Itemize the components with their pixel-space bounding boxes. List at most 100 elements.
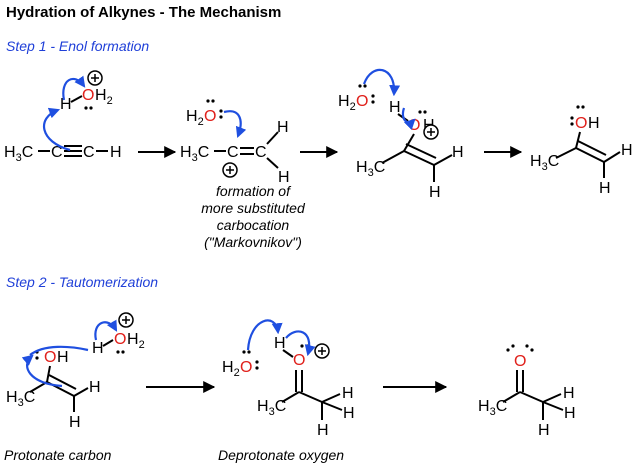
- curly-arrow-icon: [94, 319, 118, 341]
- curly-arrow-icon: [285, 330, 316, 357]
- atom-label: H: [92, 340, 104, 357]
- single-bond: [321, 401, 343, 411]
- atom-label: H3C: [6, 389, 35, 409]
- curly-arrow-icon: [62, 75, 86, 101]
- atom-label: H2: [338, 93, 356, 113]
- page-title: Hydration of Alkynes - The Mechanism: [6, 4, 282, 21]
- single-bond: [281, 391, 300, 403]
- single-bond: [298, 391, 323, 403]
- lone-pair-dots-icon: [423, 110, 427, 114]
- lone-pair-dots-icon: [511, 344, 515, 348]
- lone-pair-dots-icon: [570, 116, 574, 120]
- single-bond: [519, 391, 544, 403]
- propyne-molecule: H3C C C H: [4, 144, 122, 164]
- atom-label: H3C: [478, 398, 507, 418]
- single-bond: [102, 339, 114, 347]
- water-molecule: H2 O: [222, 350, 259, 379]
- step-1-label: Step 1 - Enol formation: [6, 38, 150, 54]
- atom-label: H: [343, 405, 355, 422]
- single-bond: [433, 154, 453, 166]
- oxygen-atom: O: [575, 115, 587, 132]
- water-molecule: H2 O: [186, 99, 223, 128]
- atom-label: H3C: [180, 144, 209, 164]
- positive-charge-icon: [118, 312, 134, 328]
- lone-pair-dots-icon: [570, 122, 574, 126]
- lone-pair-dots-icon: [211, 99, 215, 103]
- atom-label: H3C: [530, 153, 559, 173]
- oxygen-atom: O: [293, 352, 305, 369]
- hydronium-ion: H O H2: [60, 70, 113, 113]
- water-molecule: H2 O: [338, 84, 375, 113]
- single-bond: [321, 393, 341, 403]
- single-bond: [70, 95, 83, 103]
- lone-pair-dots-icon: [242, 350, 246, 354]
- atom-label: H: [317, 422, 329, 439]
- atom-label: H: [57, 349, 69, 366]
- oxygen-atom: O: [44, 349, 56, 366]
- atom-label: H: [110, 144, 122, 161]
- positive-charge-icon: [87, 70, 103, 86]
- protonated-ketone: H O H3C H H H: [257, 335, 355, 439]
- lone-pair-dots-icon: [89, 106, 93, 110]
- atom-label: H: [452, 144, 464, 161]
- double-bond-line: [575, 147, 605, 163]
- lone-pair-dots-icon: [358, 84, 362, 88]
- atom-label: H3C: [4, 144, 33, 164]
- atom-label: H: [274, 335, 286, 352]
- protonate-carbon-caption: Protonate carbon: [4, 447, 112, 463]
- atom-label: H: [60, 96, 72, 113]
- atom-label: H: [564, 405, 576, 422]
- lone-pair-dots-icon: [84, 106, 88, 110]
- double-bond-line: [577, 140, 607, 156]
- single-bond: [542, 401, 564, 411]
- atom-label: H: [588, 115, 600, 132]
- caption-line: formation of: [216, 183, 290, 199]
- lone-pair-dots-icon: [116, 350, 120, 354]
- lone-pair-dots-icon: [576, 105, 580, 109]
- single-bond: [403, 133, 415, 152]
- atom-label: C: [83, 144, 95, 161]
- lone-pair-dots-icon: [371, 94, 375, 98]
- atom-label: H: [599, 180, 611, 197]
- lone-pair-dots-icon: [255, 360, 259, 364]
- curly-arrow-icon: [362, 68, 401, 97]
- curly-arrow-icon: [21, 354, 63, 388]
- positive-charge-icon: [222, 162, 238, 178]
- atom-label: H: [342, 385, 354, 402]
- lone-pair-dots-icon: [219, 115, 223, 119]
- double-bond-line: [405, 143, 437, 159]
- atom-label: C: [227, 144, 239, 161]
- atom-label: H: [563, 385, 575, 402]
- atom-label: C: [255, 144, 267, 161]
- atom-label: H: [621, 142, 633, 159]
- single-bond: [575, 131, 581, 149]
- atom-label: H: [277, 119, 289, 136]
- double-bond-line: [403, 150, 435, 166]
- positive-charge-icon: [314, 343, 330, 359]
- oxygen-atom: O: [514, 353, 526, 370]
- curly-arrow-icon: [401, 107, 416, 131]
- step-2-label: Step 2 - Tautomerization: [6, 274, 159, 290]
- protonated-enol: H O H H3C H H: [356, 99, 464, 201]
- lone-pair-dots-icon: [418, 110, 422, 114]
- hydronium-ion: H O H2: [92, 312, 145, 357]
- atom-label: H: [538, 422, 550, 439]
- atom-label: C: [51, 144, 63, 161]
- oxygen-atom: O: [356, 93, 368, 110]
- curly-arrow-icon: [223, 110, 247, 139]
- positive-charge-icon: [423, 124, 439, 140]
- oxygen-atom: O: [408, 117, 420, 134]
- ketone-molecule: O H3C H H H: [478, 344, 576, 439]
- atom-label: H: [69, 414, 81, 431]
- atom-label: H2: [127, 331, 145, 351]
- lone-pair-dots-icon: [530, 348, 534, 352]
- oxygen-atom: O: [240, 359, 252, 376]
- lone-pair-dots-icon: [506, 348, 510, 352]
- lone-pair-dots-icon: [581, 105, 585, 109]
- single-bond: [266, 131, 279, 145]
- lone-pair-dots-icon: [363, 84, 367, 88]
- atom-label: H: [429, 184, 441, 201]
- lone-pair-dots-icon: [206, 99, 210, 103]
- vinyl-carbocation: H3C C C H H: [180, 119, 290, 186]
